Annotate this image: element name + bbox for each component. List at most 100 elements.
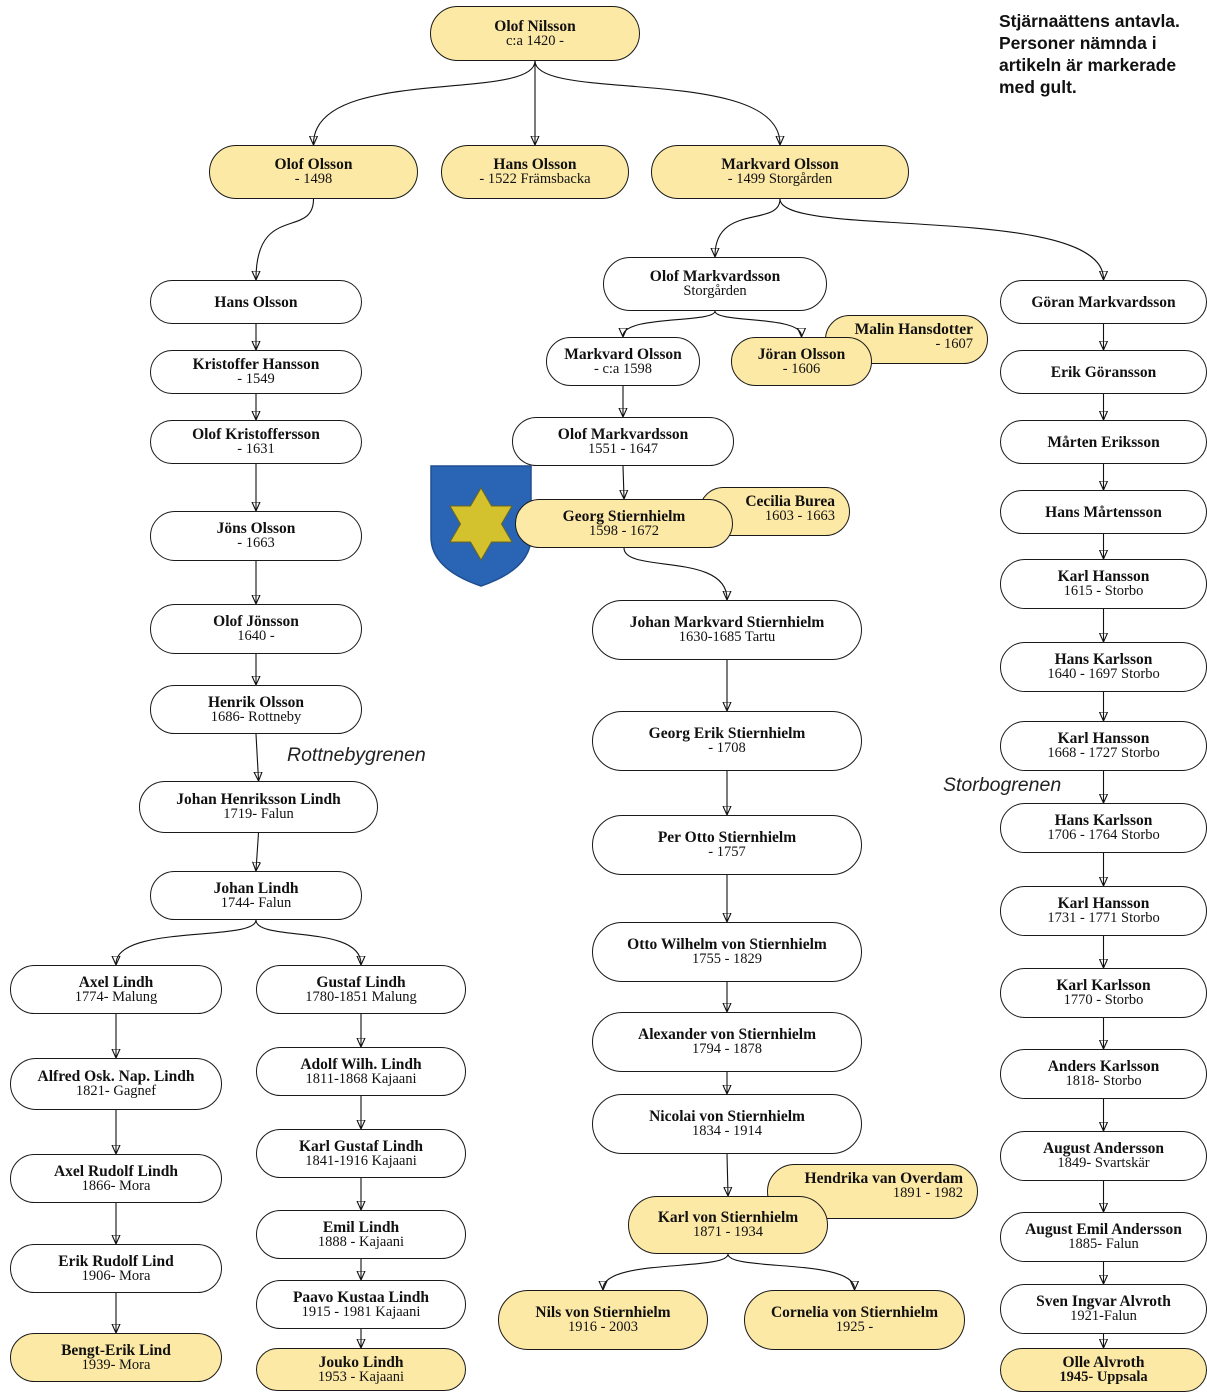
person-dates: - 1549	[237, 371, 275, 387]
person-dates: 1731 - 1771 Storbo	[1047, 910, 1160, 926]
person-dates: 1821- Gagnef	[75, 1083, 157, 1099]
connector-arrow	[256, 832, 259, 870]
person-node-olof-olsson: Olof Olsson- 1498	[209, 145, 418, 199]
star-icon	[449, 487, 513, 561]
person-name: Gustaf Lindh	[316, 973, 406, 991]
person-name: Nils von Stiernhielm	[535, 1304, 671, 1321]
person-name: Jouko Lindh	[318, 1353, 404, 1371]
person-name: Malin Hansdotter	[854, 321, 973, 338]
person-name: August Emil Andersson	[1025, 1221, 1182, 1238]
person-dates: 1906- Mora	[81, 1267, 151, 1284]
person-name: Bengt-Erik Lind	[61, 1341, 171, 1359]
person-node-hans-olsson-1: Hans Olsson- 1522 Främsbacka	[441, 145, 629, 199]
person-dates: 1953 - Kajaani	[317, 1368, 405, 1385]
person-name: Karl Hansson	[1057, 895, 1150, 912]
person-name: Adolf Wilh. Lindh	[300, 1055, 422, 1073]
person-name: Hans Karlsson	[1054, 651, 1153, 668]
person-name: Johan Markvard Stiernhielm	[629, 614, 825, 631]
person-name: Hans Mårtensson	[1045, 503, 1162, 521]
person-dates: 1871 - 1934	[692, 1224, 764, 1240]
person-dates: - 1631	[237, 441, 275, 457]
person-name: Karl Karlsson	[1056, 977, 1151, 994]
person-dates: 1630-1685 Tartu	[678, 629, 776, 645]
person-dates: 1603 - 1663	[764, 508, 835, 524]
branch-label-rottneby: Rottnebygrenen	[287, 744, 426, 766]
person-node-hans-olsson-2: Hans Olsson	[150, 280, 362, 324]
person-dates: 1915 - 1981 Kajaani	[301, 1303, 421, 1320]
person-name: Cornelia von Stiernhielm	[770, 1304, 939, 1321]
person-dates: 1640 - 1697 Storbo	[1047, 666, 1160, 682]
person-name: Nicolai von Stiernhielm	[649, 1108, 805, 1125]
person-dates: 1921-Falun	[1070, 1308, 1137, 1324]
person-node-per-otto: Per Otto Stiernhielm- 1757	[592, 815, 862, 875]
person-name: Alfred Osk. Nap. Lindh	[37, 1068, 195, 1085]
person-dates: 1668 - 1727 Storbo	[1047, 745, 1160, 761]
person-name: Olof Olsson	[274, 156, 353, 173]
person-name: Emil Lindh	[322, 1218, 400, 1236]
person-name: August Andersson	[1042, 1140, 1165, 1157]
connector-arrow	[623, 547, 727, 599]
person-dates: 1939- Mora	[81, 1356, 151, 1373]
connector-arrow	[779, 198, 1104, 279]
person-dates: 1640 -	[237, 628, 275, 644]
coat-of-arms-icon	[430, 465, 532, 587]
person-node-erik-goransson: Erik Göransson	[1000, 350, 1207, 394]
person-name: Olof Markvardsson	[649, 268, 781, 285]
connector-arrow	[714, 310, 802, 336]
person-node-georg-erik: Georg Erik Stiernhielm- 1708	[592, 711, 862, 771]
person-name: Erik Göransson	[1050, 363, 1157, 381]
person-node-kristoffer-hansson: Kristoffer Hansson- 1549	[150, 350, 362, 394]
person-name: Georg Stiernhielm	[562, 507, 686, 525]
person-name: Karl Hansson	[1057, 568, 1150, 585]
person-dates: 1755 - 1829	[691, 951, 763, 967]
person-name: Anders Karlsson	[1047, 1058, 1160, 1075]
connector-arrow	[534, 60, 780, 144]
person-name: Jöns Olsson	[216, 520, 296, 537]
person-name: Axel Rudolf Lindh	[53, 1162, 179, 1180]
person-dates: 1818- Storbo	[1065, 1073, 1142, 1089]
person-node-marten-eriksson: Mårten Eriksson	[1000, 420, 1207, 464]
person-dates: - 1499 Storgården	[727, 171, 833, 187]
person-dates: - c:a 1598	[594, 360, 652, 377]
person-dates: - 1606	[782, 360, 821, 377]
person-name: Cecilia Burea	[745, 493, 835, 510]
connector-arrow	[715, 198, 781, 256]
legend-note: Stjärnaättens antavla. Personer nämnda i…	[999, 11, 1180, 97]
person-dates: 1686- Rottneby	[210, 708, 302, 725]
person-dates: - 1607	[935, 336, 973, 352]
person-name: Per Otto Stiernhielm	[657, 829, 797, 846]
person-name: Paavo Kustaa Lindh	[292, 1288, 430, 1306]
person-dates: 1945- Uppsala	[1059, 1369, 1148, 1385]
person-dates: - 1757	[708, 844, 746, 860]
person-name: Erik Rudolf Lind	[58, 1252, 174, 1270]
connector-arrow	[727, 1253, 855, 1289]
person-name: Johan Lindh	[213, 879, 299, 897]
person-name: Karl Gustaf Lindh	[298, 1137, 424, 1155]
person-node-olof-kristoffersson: Olof Kristoffersson- 1631	[150, 420, 362, 464]
person-dates: - 1498	[294, 171, 333, 187]
person-dates: 1866- Mora	[81, 1177, 151, 1194]
connector-arrow	[623, 310, 716, 336]
connector-arrow	[727, 1153, 728, 1195]
person-name: Olof Kristoffersson	[192, 426, 320, 443]
person-node-jons-olsson: Jöns Olsson- 1663	[150, 511, 362, 561]
person-dates: 1811-1868 Kajaani	[305, 1070, 417, 1087]
